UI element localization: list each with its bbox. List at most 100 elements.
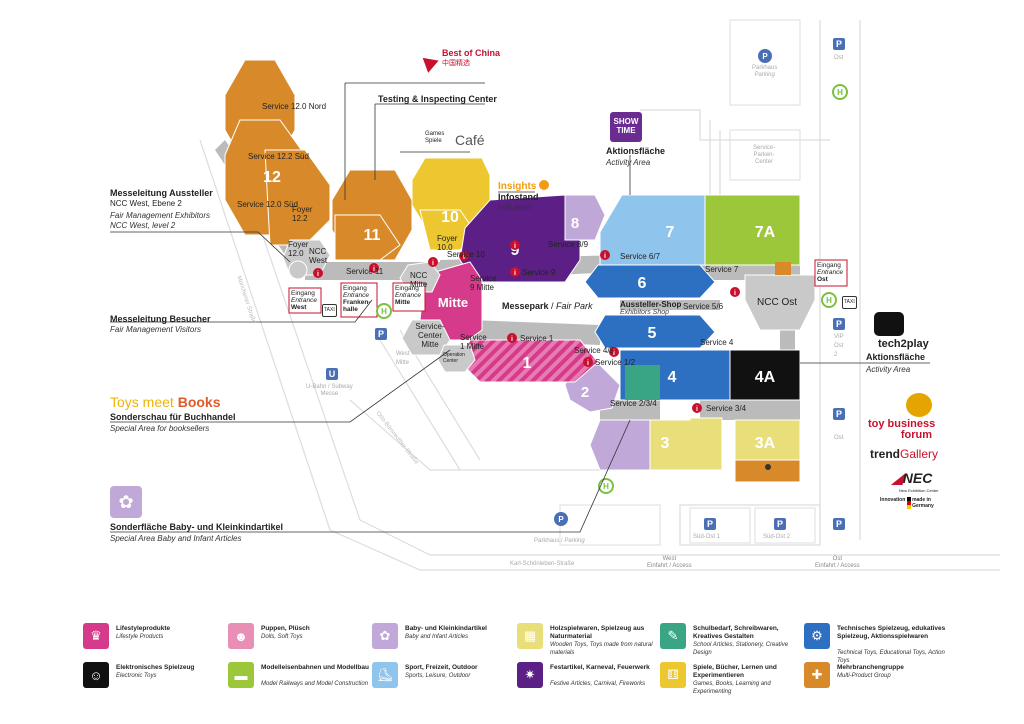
robot-icon: ☺ xyxy=(83,662,109,688)
service-parken-label: Service-Parken-Center xyxy=(753,145,776,165)
sued-ost-2-lot xyxy=(754,507,816,544)
foyer-12-2: Foyer 12.2 xyxy=(292,205,313,223)
info-points[interactable]: i i i i i i i i i i i i xyxy=(313,240,771,470)
svg-text:P: P xyxy=(836,409,842,419)
messeleitung-besucher-title: Messeleitung Besucher xyxy=(110,314,211,324)
hall-12[interactable]: 12 xyxy=(224,59,331,246)
service-9-mitte: Service 9 Mitte xyxy=(470,274,497,292)
svg-text:P: P xyxy=(558,515,564,524)
service-center-mitte-label: Service-Center Mitte xyxy=(415,322,445,349)
dice-icon: ⚅ xyxy=(660,662,686,688)
train-icon: ▬ xyxy=(228,662,254,688)
svg-text:i: i xyxy=(514,270,516,277)
entrance-ost-box[interactable] xyxy=(814,259,848,287)
svg-text:i: i xyxy=(587,360,589,367)
hall-3-label: 3 xyxy=(661,435,670,452)
hall-3[interactable]: 3 xyxy=(589,417,723,471)
svg-text:i: i xyxy=(373,266,375,273)
legend-title: Schulbedarf, Schreibwaren, Kreatives Ges… xyxy=(693,625,779,640)
hall-4a-label: 4A xyxy=(755,369,776,386)
entrance-frankenhalle-box[interactable] xyxy=(340,282,378,318)
hall-4[interactable]: 4 xyxy=(619,349,731,401)
svg-text:P: P xyxy=(777,519,783,529)
messepark-label: Messepark / Fair Park xyxy=(502,301,593,311)
entrance-mitte-box[interactable] xyxy=(392,282,426,312)
hall-6[interactable]: 6 xyxy=(584,264,716,299)
multi-icon: ✚ xyxy=(804,662,830,688)
legend-subtitle: Sports, Leisure, Outdoor xyxy=(405,673,471,679)
aktionsflaeche-1-title: Aktionsfläche xyxy=(606,146,666,156)
service-1-mitte: Service 1 Mitte xyxy=(460,333,487,351)
baby-icon: ✿ xyxy=(372,623,398,649)
wooden-toy-icon: ▦ xyxy=(517,623,543,649)
callout-lines xyxy=(110,82,930,533)
svg-text:P: P xyxy=(378,329,384,339)
hall-2-label: 2 xyxy=(581,384,589,401)
hall-9-label: 9 xyxy=(511,242,520,259)
hall-7a[interactable]: 7A xyxy=(704,194,801,266)
toys-meet-books-logo: Toys meet Books xyxy=(110,394,221,410)
best-of-china-title: Best of China xyxy=(442,48,501,58)
foyer-12-0: Foyer 12.0 xyxy=(288,240,309,258)
legend-item: ▦Holzspielwaren, Spielzeug aus Naturmate… xyxy=(517,623,662,659)
legend-item: ⚙Technisches Spielzeug, edukatives Spiel… xyxy=(804,623,949,664)
service-9: Service 9 xyxy=(522,268,556,277)
hall-11[interactable]: 11 xyxy=(331,169,413,261)
legend-title: Spiele, Bücher, Lernen und Experimentier… xyxy=(693,664,777,679)
legend-subtitle: Dolls, Soft Toys xyxy=(261,634,303,640)
service-11: Service 11 xyxy=(346,267,384,276)
svg-text:i: i xyxy=(511,336,513,343)
toy-business-forum-logo xyxy=(906,393,932,417)
parkhaus-sued-label: Parkhaus / Parking xyxy=(534,538,585,544)
hall-10[interactable]: 10 xyxy=(411,157,491,251)
hall-3a[interactable]: 3A xyxy=(734,419,801,483)
legend-title: Baby- und Kleinkindartikel xyxy=(405,625,487,632)
legend-subtitle: Baby and Infant Articles xyxy=(405,634,469,640)
service-3-4: Service 3/4 xyxy=(706,404,747,413)
infostand-title: Infostand xyxy=(498,192,539,202)
legend-title: Puppen, Plüsch xyxy=(261,625,310,632)
sued-ost-1-lot xyxy=(689,507,751,544)
hall-5[interactable]: 5 xyxy=(594,314,716,349)
service-5-6: Service 5/6 xyxy=(683,302,724,311)
taxi-ost: TAXI xyxy=(842,296,857,309)
legend-title: Technisches Spielzeug, edukatives Spielz… xyxy=(837,625,946,640)
svg-text:i: i xyxy=(514,243,516,250)
hall-11-label: 11 xyxy=(364,227,381,244)
hall-8[interactable]: 8 xyxy=(564,194,606,241)
hall-3a-label: 3A xyxy=(755,435,776,452)
ncc-mitte-label: NCC Mitte xyxy=(410,271,428,289)
hall-6-label: 6 xyxy=(638,275,647,292)
ncc-west-round xyxy=(288,260,308,280)
legend-title: Festartikel, Karneval, Feuerwerk xyxy=(550,664,650,671)
svg-text:i: i xyxy=(604,253,606,260)
service-12-2-sued: Service 12.2 Süd xyxy=(248,152,309,161)
legend-title: Lifestyleprodukte xyxy=(116,625,171,632)
service-2-3-4: Service 2/3/4 xyxy=(610,399,657,408)
service-4: Service 4 xyxy=(700,338,734,347)
hall-4a[interactable]: 4A xyxy=(729,349,801,401)
hall-4-label: 4 xyxy=(668,369,677,386)
legend-item: ⚅ Spiele, Bücher, Lernen und Experimentie… xyxy=(660,662,805,698)
ost-label-1: Ost xyxy=(834,55,844,61)
entrance-west-box[interactable] xyxy=(288,287,322,314)
aktionsflaeche-2-title: Aktionsfläche xyxy=(866,352,926,362)
legend-subtitle: Model Railways and Model Construction xyxy=(261,681,369,687)
vip-ost-label: VIP Ost 2 xyxy=(834,334,844,358)
info-point-sub: Info point xyxy=(498,203,531,212)
svg-text:P: P xyxy=(836,39,842,49)
nec-logo: ◢NEC xyxy=(892,470,933,486)
legend-title: Sport, Freizeit, Outdoor xyxy=(405,664,478,671)
insights-logo: Insights xyxy=(498,180,550,192)
service-1: Service 1 xyxy=(520,334,554,343)
pencil-icon: ✎ xyxy=(660,623,686,649)
